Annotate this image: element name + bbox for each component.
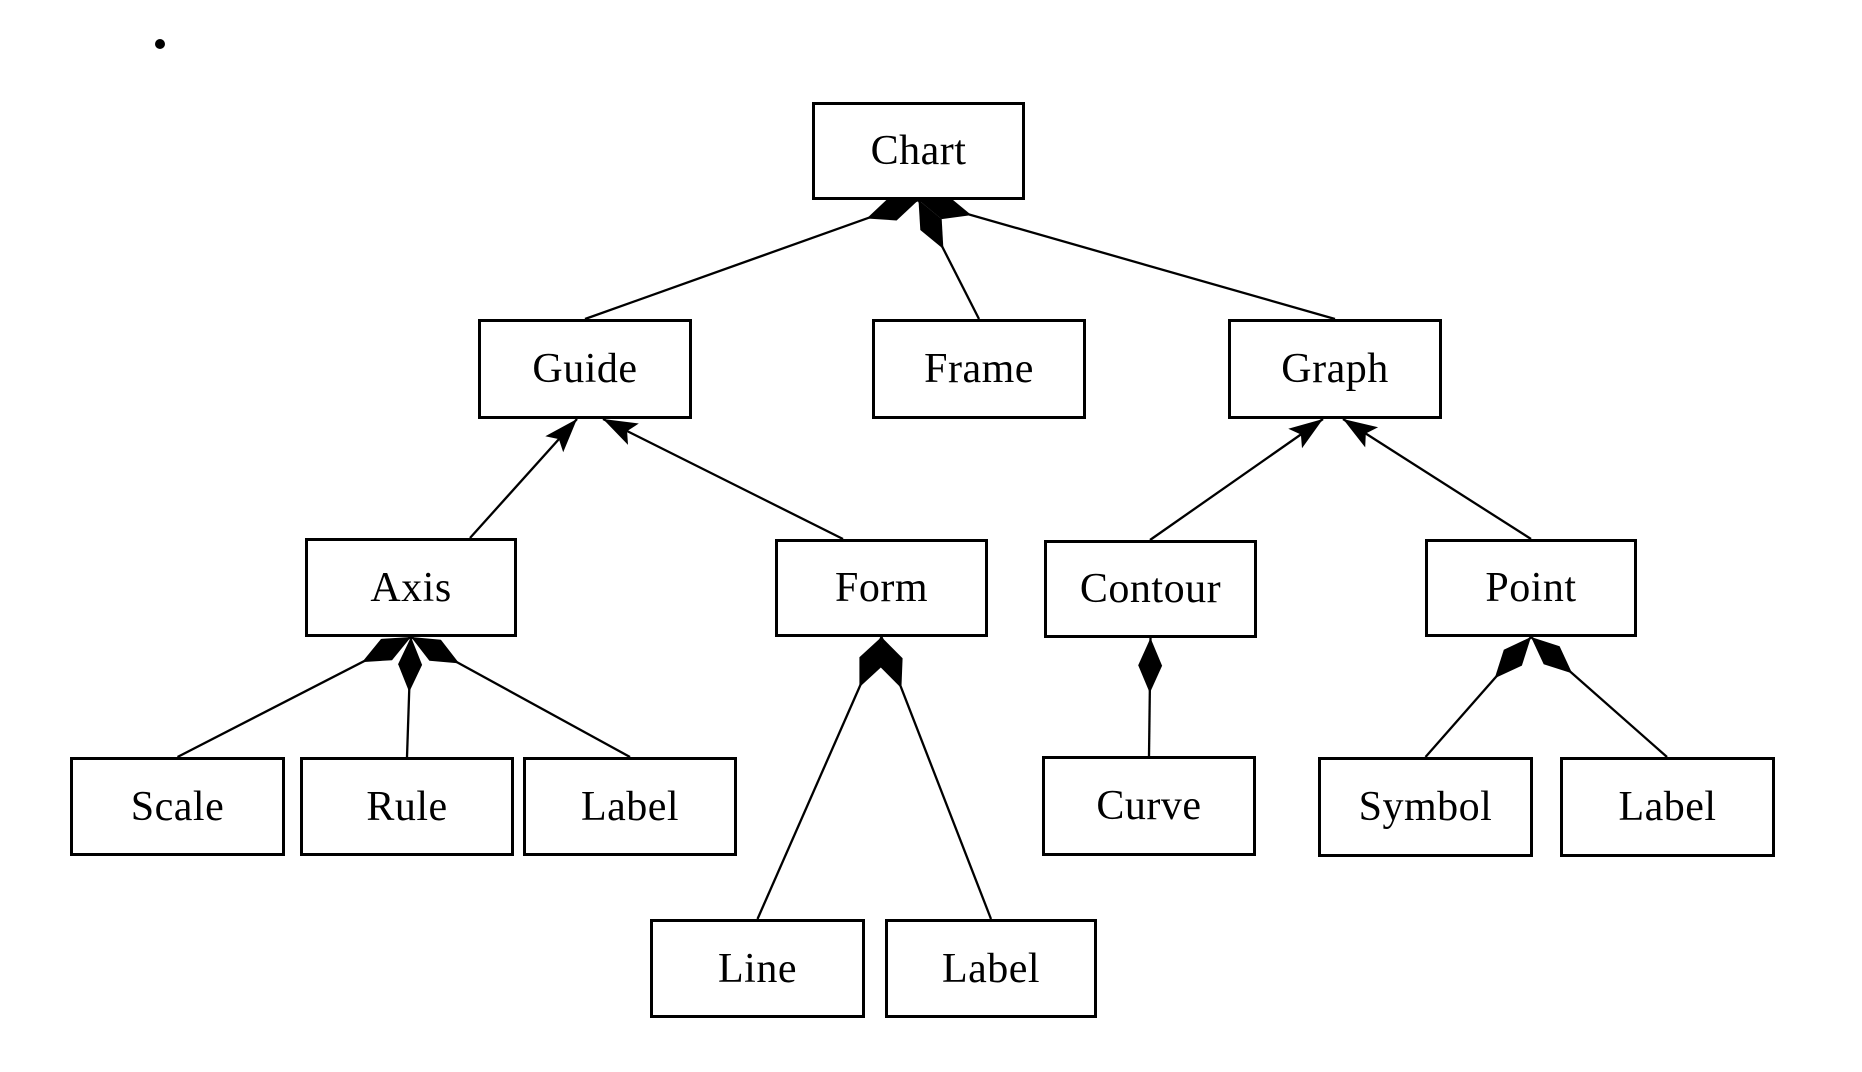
edge-chart-graph	[918, 198, 1336, 321]
node-label: Frame	[924, 346, 1034, 392]
node-frame: Frame	[872, 319, 1086, 419]
composition-diamond	[918, 196, 972, 220]
edge-graph-point	[1342, 418, 1532, 540]
node-label_point: Label	[1560, 757, 1775, 857]
composition-diamond	[880, 637, 903, 689]
node-label_axis: Label	[523, 757, 737, 856]
composition-diamond	[362, 637, 411, 663]
node-symbol: Symbol	[1318, 757, 1533, 857]
edge-guide-form	[602, 417, 844, 541]
arrowhead	[603, 419, 639, 445]
edge-chart-guide	[584, 198, 919, 321]
node-label: Label	[580, 783, 680, 830]
node-graph: Graph	[1228, 319, 1442, 419]
node-label: Guide	[532, 346, 638, 392]
node-label: Line	[718, 945, 797, 992]
node-label: Label	[941, 945, 1041, 992]
edge-graph-contour	[1149, 418, 1324, 541]
node-chart: Chart	[812, 102, 1025, 200]
composition-diamond	[1531, 637, 1573, 674]
node-label: Contour	[1079, 566, 1222, 612]
node-label: Axis	[370, 564, 452, 611]
arrowhead	[1288, 419, 1323, 449]
stray-dot	[155, 39, 165, 49]
node-guide: Guide	[478, 319, 692, 419]
node-rule: Rule	[300, 757, 514, 856]
composition-diamond	[1494, 637, 1531, 679]
node-label: Rule	[366, 783, 448, 830]
node-axis: Axis	[305, 538, 517, 637]
node-label: Graph	[1281, 346, 1389, 392]
node-label: Curve	[1096, 783, 1202, 829]
node-point: Point	[1425, 539, 1637, 637]
node-line: Line	[650, 919, 865, 1018]
composition-diamond	[866, 197, 919, 221]
node-label: Form	[834, 565, 928, 611]
arrowhead	[545, 419, 577, 453]
node-scale: Scale	[70, 757, 285, 856]
node-label_form: Label	[885, 919, 1097, 1018]
node-form: Form	[775, 539, 988, 637]
composition-diamond	[859, 637, 882, 688]
composition-diamond	[1138, 638, 1163, 693]
node-label: Label	[1618, 784, 1717, 830]
node-contour: Contour	[1044, 540, 1257, 638]
node-label: Chart	[870, 128, 967, 174]
node-label: Scale	[130, 783, 225, 830]
composition-diamond	[918, 200, 944, 249]
node-label: Point	[1485, 565, 1577, 611]
arrowhead	[1343, 419, 1379, 448]
node-curve: Curve	[1042, 756, 1256, 856]
composition-diamond	[398, 637, 423, 692]
composition-diamond	[411, 637, 460, 664]
node-label: Symbol	[1358, 784, 1493, 830]
